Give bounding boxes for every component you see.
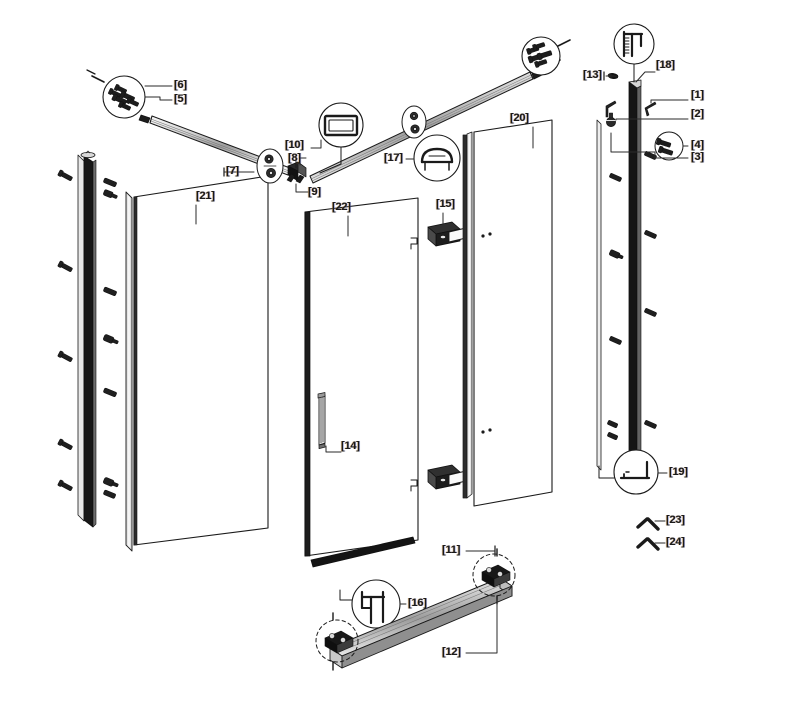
right-fixed-glass-panel	[462, 119, 553, 507]
callout-19: [19]	[669, 466, 688, 478]
left-profile-screws	[57, 169, 73, 491]
callout-4: [4]	[691, 139, 704, 151]
callout-6: [6]	[174, 79, 187, 91]
allen-key-large	[636, 517, 660, 531]
callout-9: [9]	[308, 186, 321, 198]
detail-circle-10-rail-section	[318, 102, 364, 174]
left-fixed-glass-panel	[125, 175, 269, 552]
callout-17: [17]	[384, 152, 403, 164]
callout-3: [3]	[691, 151, 704, 163]
callout-1: [1]	[691, 89, 704, 101]
rail-corner-connector	[286, 157, 307, 184]
detail-circle-18-profile-top	[613, 23, 655, 83]
bottom-track-rail	[329, 577, 513, 669]
callout-2: [2]	[691, 108, 704, 120]
left-profile-anchors	[103, 177, 119, 499]
leader-lines	[144, 71, 689, 654]
callout-12: [12]	[442, 646, 461, 658]
detail-circle-4-3-screws	[654, 131, 684, 161]
rail-roller-assembly	[256, 105, 427, 184]
callout-8: [8]	[288, 152, 301, 164]
center-sliding-glass-door	[304, 197, 419, 557]
callout-15: [15]	[436, 198, 455, 210]
callout-21: [21]	[196, 190, 215, 202]
callout-11: [11]	[442, 544, 461, 556]
bottom-roller-assembly-left	[315, 612, 359, 671]
leader-2	[615, 118, 689, 121]
callout-14: [14]	[341, 440, 360, 452]
callout-22: [22]	[332, 201, 351, 213]
glass-clamp-bracket-upper	[427, 221, 467, 247]
bottom-roller-assembly-right	[472, 548, 516, 605]
right-profile-fasteners	[605, 100, 657, 440]
door-handle	[317, 392, 326, 449]
callout-13: [13]	[583, 69, 602, 81]
leader-12	[465, 599, 498, 654]
leader-5	[144, 96, 173, 101]
detail-circle-16-guide	[339, 579, 401, 629]
leader-10	[310, 139, 322, 149]
right-wall-profile	[596, 79, 642, 471]
door-bottom-sill	[310, 536, 416, 568]
callout-24: [24]	[666, 536, 685, 548]
glass-clamp-bracket-lower	[427, 464, 467, 490]
leader-8	[299, 157, 307, 166]
callout-23: [23]	[666, 514, 685, 526]
leader-18	[635, 71, 656, 83]
wall-profile-cap-screw	[607, 73, 619, 79]
detail-circle-fasteners-top-right	[521, 36, 571, 76]
callout-18: [18]	[656, 59, 675, 71]
left-wall-profile	[77, 150, 97, 528]
detail-circle-fasteners-5-6	[86, 69, 146, 119]
detail-circle-19-profile-bottom	[598, 449, 659, 495]
allen-key-small	[636, 537, 660, 551]
detail-circle-17-profile	[413, 134, 461, 182]
callout-10: [10]	[285, 139, 304, 151]
leader-14	[325, 445, 342, 453]
callout-20: [20]	[510, 112, 529, 124]
leader-1	[650, 99, 689, 104]
leader-9	[295, 183, 309, 193]
callout-5: [5]	[174, 93, 187, 105]
callout-7: [7]	[226, 165, 239, 177]
callout-16: [16]	[408, 597, 427, 609]
